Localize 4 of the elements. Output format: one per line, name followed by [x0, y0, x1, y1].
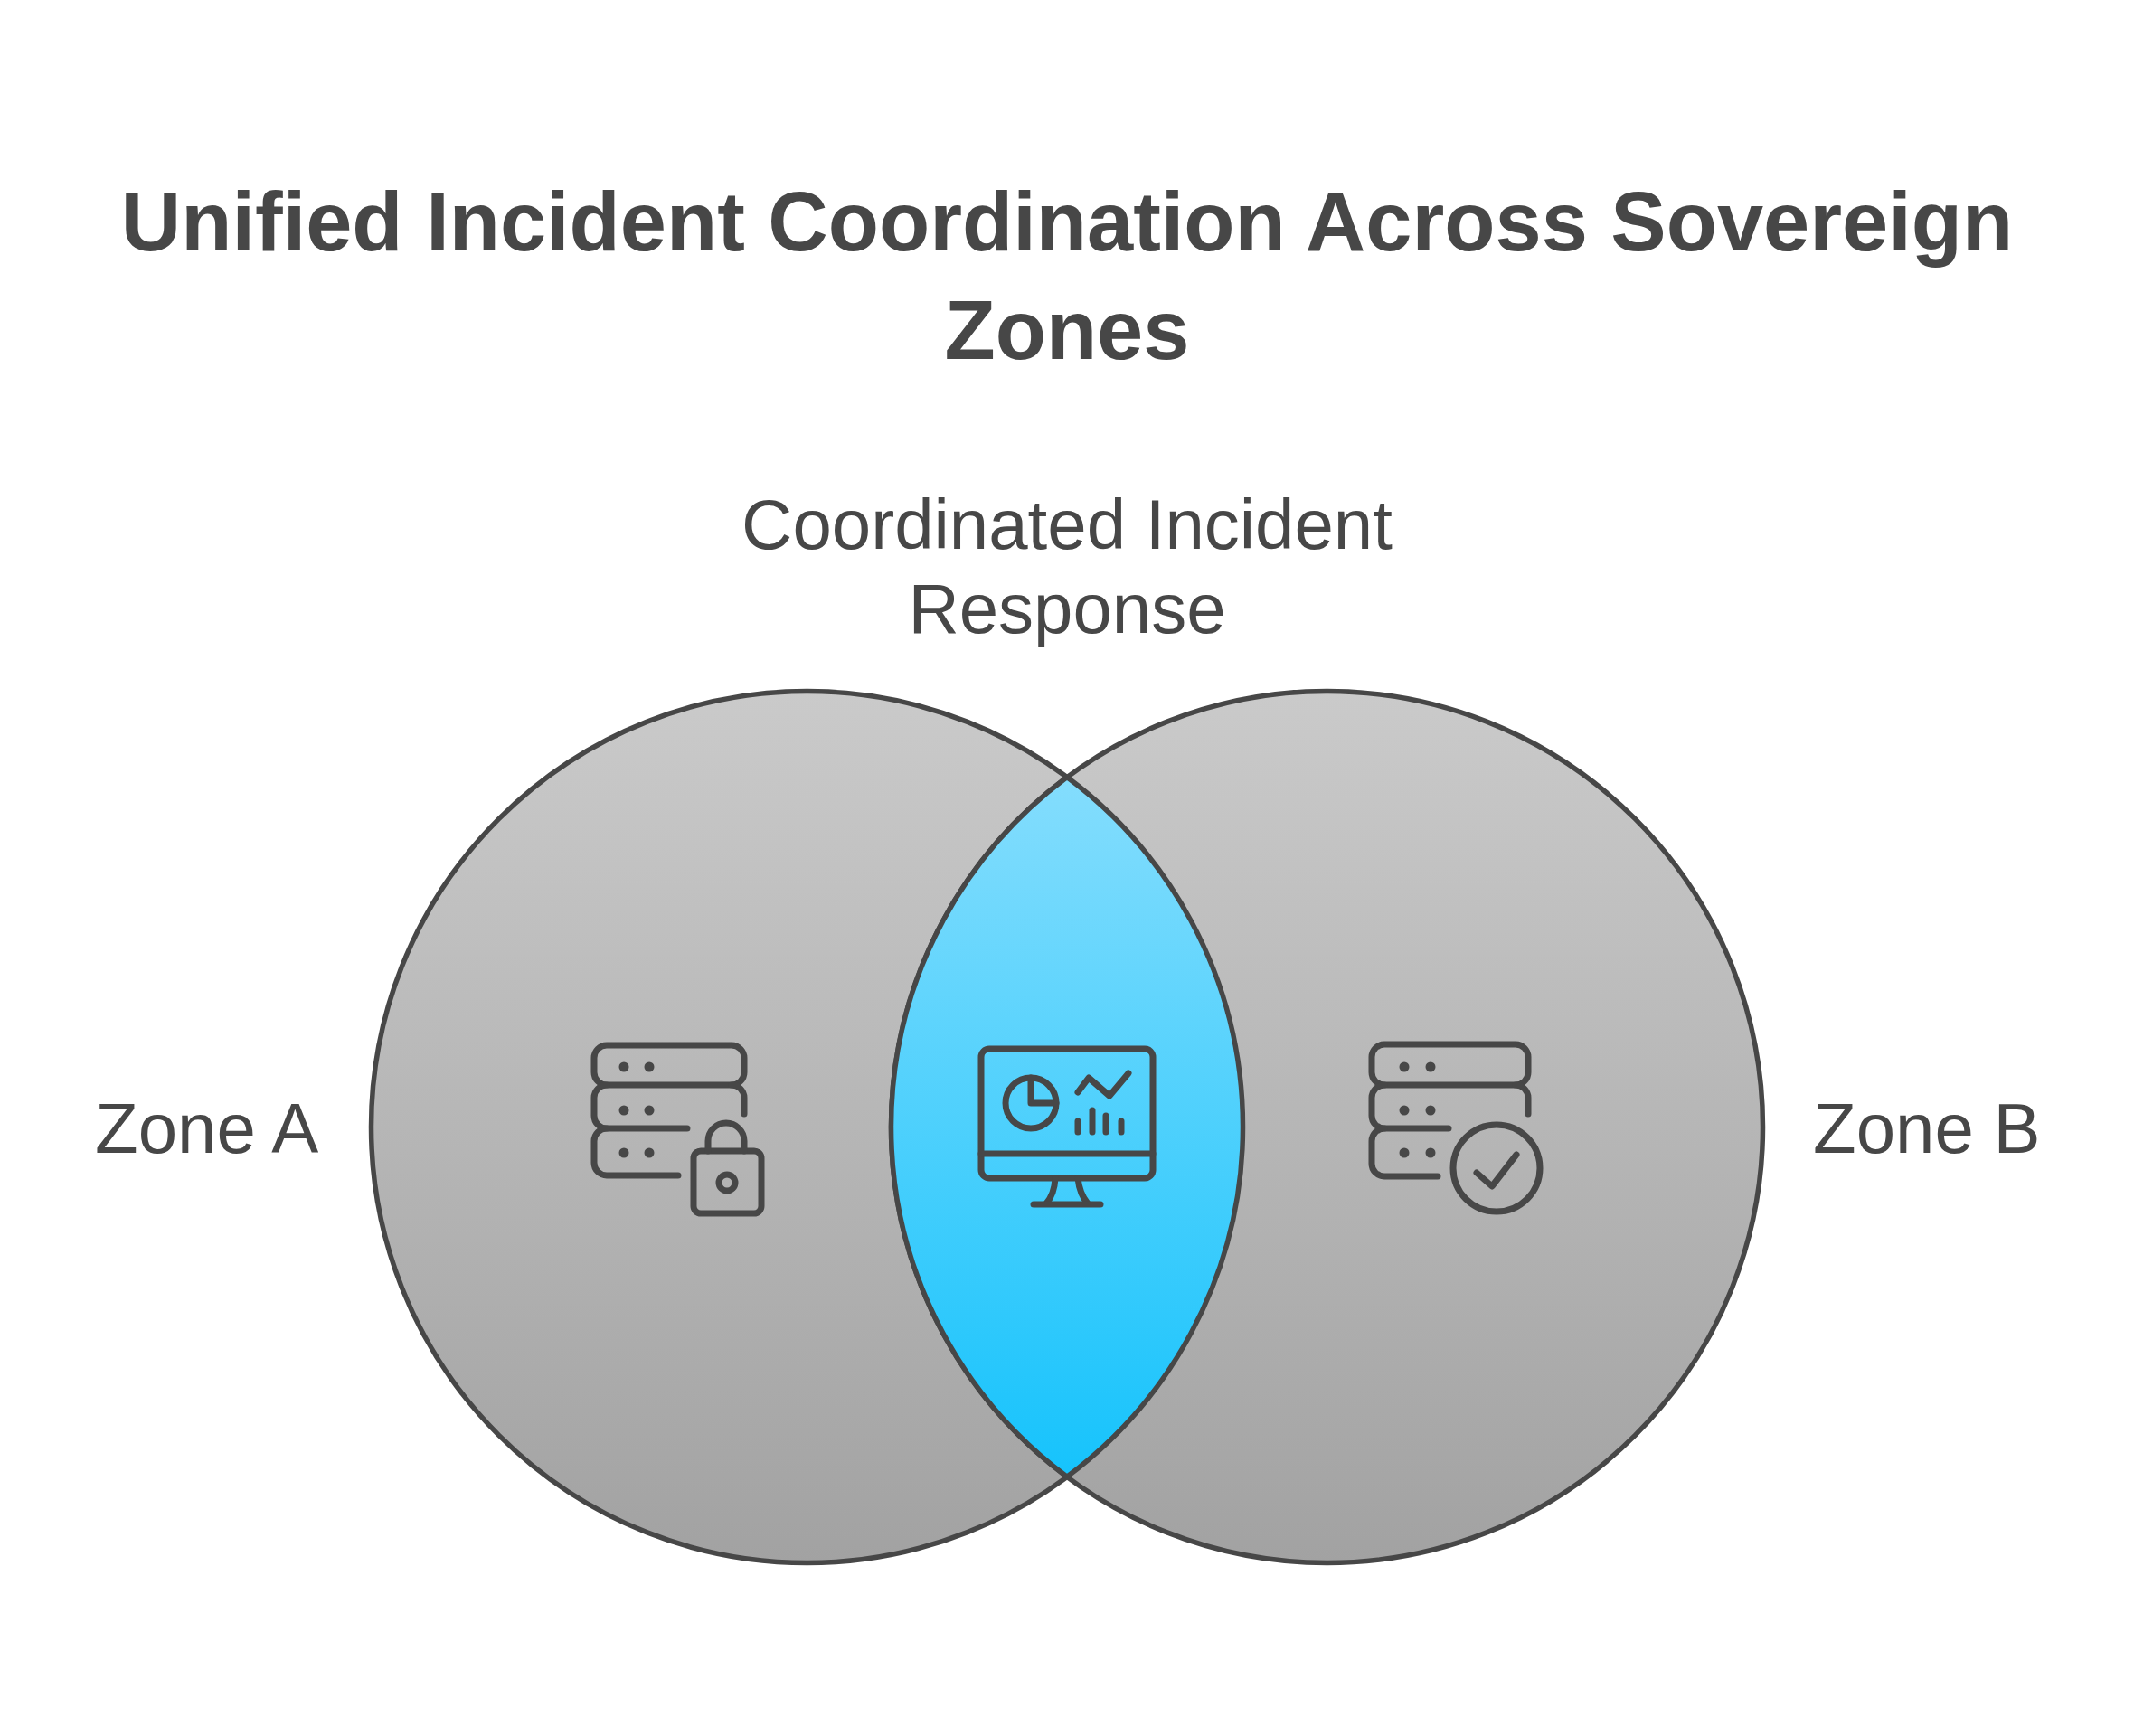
diagram-title: Unified Incident Coordination Across Sovereign Zones	[119, 175, 2015, 378]
zone-label: Zone B	[1813, 1089, 2041, 1168]
zone-label: Zone A	[95, 1089, 319, 1168]
intersection-label: Coordinated Incident Response	[741, 485, 1393, 648]
